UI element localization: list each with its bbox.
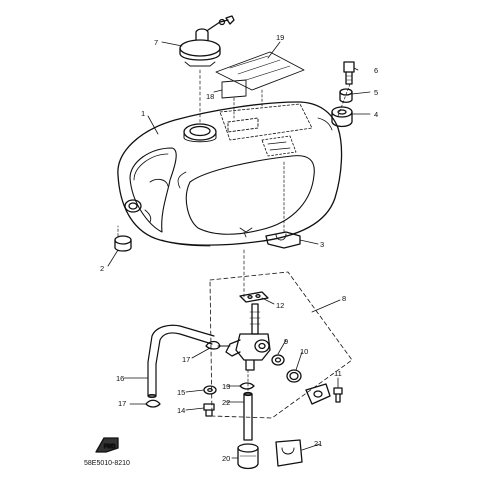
washer-15: [203, 385, 217, 395]
fuel-cock-assembly-box: [209, 271, 353, 419]
leader-lines: [107, 41, 371, 459]
clip-17-lower: [145, 399, 161, 408]
damper-4: [331, 106, 353, 128]
callout-17-upper: 17: [182, 355, 190, 364]
screw-14: [203, 403, 215, 417]
callout-numbers: 1 2 3 4 5 6 7 8 9 10 11 12 13 14 15 16 1…: [100, 33, 378, 463]
fuel-cap: [179, 15, 235, 123]
plate-12: [239, 291, 269, 303]
fuel-cock: [217, 303, 271, 371]
strainer-20: [237, 443, 259, 470]
callout-6: 6: [374, 66, 378, 75]
holder-21: [275, 439, 303, 467]
callout-13: 13: [222, 382, 230, 391]
callout-20: 20: [222, 454, 230, 463]
callout-22: 22: [222, 398, 230, 407]
callout-4: 4: [374, 110, 378, 119]
callout-1: 1: [141, 109, 145, 118]
o-ring-10: [286, 369, 302, 383]
diagram-code: 58E5010-8210: [84, 460, 130, 467]
screw-11: [333, 387, 343, 403]
caution-label-18: [221, 79, 247, 119]
washer-9: [271, 354, 285, 366]
callout-2: 2: [100, 264, 104, 273]
callout-18: 18: [206, 92, 214, 101]
callout-9: 9: [284, 337, 288, 346]
fuel-tank: [117, 101, 343, 247]
callout-3: 3: [320, 240, 324, 249]
warning-label-19: [215, 51, 305, 109]
callout-17-lower: 17: [118, 399, 126, 408]
callout-8: 8: [342, 294, 346, 303]
callout-21: 21: [314, 439, 322, 448]
callout-19: 19: [276, 33, 284, 42]
callout-5: 5: [374, 88, 378, 97]
cover-plate: [305, 383, 331, 405]
bracket-3: [265, 159, 301, 249]
fuel-hose-16: [147, 324, 215, 398]
callout-12: 12: [276, 301, 284, 310]
clip-13: [239, 382, 255, 390]
callout-11: 11: [334, 369, 342, 378]
callout-16: 16: [116, 374, 124, 383]
damper-2: [114, 225, 132, 252]
callout-14: 14: [177, 406, 185, 415]
collar-5: [339, 88, 353, 103]
pipe-22: [243, 369, 253, 441]
callout-7: 7: [154, 38, 158, 47]
callout-15: 15: [177, 388, 185, 397]
callout-10: 10: [300, 347, 308, 356]
fwd-text: FWD: [104, 444, 116, 450]
clip-17-upper: [205, 340, 221, 350]
fwd-arrow-icon: FWD: [95, 437, 119, 453]
